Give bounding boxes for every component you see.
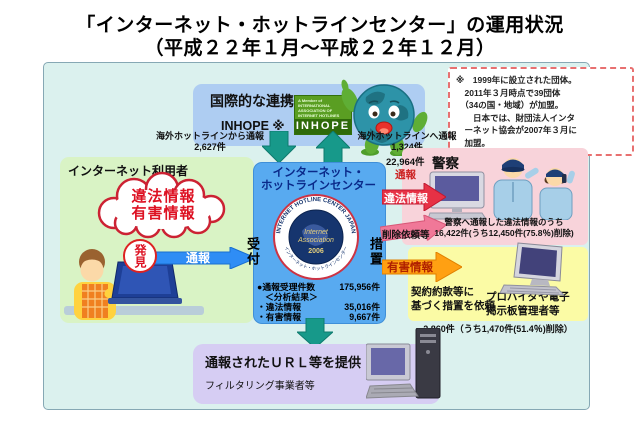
from-overseas-text: 海外ホットラインから通報: [155, 131, 264, 141]
to-police-report-label: 通報: [395, 169, 416, 181]
deletion-request-label: 削除依頼等: [382, 230, 430, 241]
filtering-title: 通報されたＵＲＬ等を提供: [205, 355, 362, 370]
stats-received-value: 175,956件: [339, 282, 380, 292]
police-label: 警察: [432, 156, 459, 171]
page-title: 「インターネット・ホットラインセンター」の運用状況: [76, 15, 564, 36]
harmful-arrow-icon: [382, 252, 462, 282]
illegal-arrow-icon: [382, 183, 446, 211]
to-overseas-count: 1,324件: [391, 142, 423, 152]
inhope-logo-caption: A Member of INTERNATIONAL ASSOCIATION OF…: [298, 98, 340, 118]
provider-computer-icon: [499, 242, 566, 296]
center-title-line1: インターネット・: [272, 167, 365, 179]
stats-analysis-header: ＜分析結果＞: [265, 292, 318, 302]
police-note-line1: 警察へ通報した違法情報のうち: [444, 217, 564, 227]
seal-inner1: Internet: [304, 229, 329, 236]
arrow-up-icon: [316, 131, 350, 163]
harmful-arrow-label: 有害情報: [387, 262, 433, 274]
from-overseas-label: 海外ホットラインから通報 2,627件: [148, 131, 272, 153]
stats-harmful-value: 9,667件: [349, 312, 380, 322]
inhope-logo-text: INHOPE: [295, 119, 351, 134]
cloud-text: 違法情報 有害情報: [90, 188, 237, 222]
arrow-down-icon: [262, 131, 296, 163]
globe-mascot-icon: [341, 79, 428, 156]
hotline-center-title: インターネット・ ホットラインセンター: [253, 167, 384, 193]
seal-year: 2006: [308, 248, 324, 255]
inhope-footnote: ※ 1999年に設立された団体。 2011年３月時点で39団体 （34の国・地域…: [448, 67, 634, 156]
police-note-line2: 16,422件(うち12,450件(75.8％)削除): [434, 228, 574, 238]
footnote-line: ※ 1999年に設立された団体。: [456, 75, 577, 85]
footnote-line: 2011年３月時点で39団体: [456, 87, 561, 98]
reception-label: 受付: [245, 237, 260, 267]
footnote-line: （34の国・地域）が加盟。: [456, 100, 564, 110]
stats-received-label: ●通報受理件数: [257, 282, 316, 292]
filtering-computer-icon: [366, 328, 441, 399]
stats-harmful-label: ・有害情報: [257, 312, 301, 322]
stats-illegal-value: 35,016件: [344, 302, 380, 312]
provider-request-line1: 契約約款等に: [411, 286, 474, 298]
to-overseas-text: 海外ホットラインへ通報: [357, 131, 457, 141]
provider-request-line2: 基づく措置を依頼: [411, 300, 495, 312]
cloud-illegal: 違法情報: [131, 188, 196, 205]
page-subtitle: （平成２２年１月～平成２２年１２月）: [144, 38, 496, 59]
international-title: 国際的な連携: [210, 93, 294, 109]
provider-count: 2,860件（うち1,470件(51.4％)削除）: [423, 324, 573, 334]
speech-cloud-icon: [97, 171, 226, 239]
from-overseas-count: 2,627件: [194, 142, 226, 152]
user-illustration: [64, 249, 204, 320]
discover-badge: 発見: [123, 239, 157, 273]
footnote-line: 日本では、財団法人インタ: [456, 112, 576, 123]
center-stats: ●通報受理件数 175,956件 ＜分析結果＞ ・違法情報 35,016件 ・有害情…: [257, 282, 380, 322]
filtering-name: フィルタリング事業者等: [205, 381, 315, 392]
provider-request: 契約約款等に 基づく措置を依頼: [411, 285, 495, 313]
to-police-count: 22,964件: [386, 157, 425, 168]
seal-inner2: Association: [297, 237, 334, 244]
deletion-request-arrow-icon: [379, 214, 448, 242]
provider-name-line2: 掲示板管理者等: [486, 305, 560, 317]
center-title-line2: ホットラインセンター: [261, 180, 376, 192]
footnote-line: 加盟。: [456, 137, 491, 148]
footnote-line: ーネット協会が2007年３月に: [456, 125, 577, 135]
report-label: 通報: [185, 251, 210, 265]
action-label: 措置: [368, 237, 383, 267]
discover-text: 発見: [133, 244, 147, 268]
illegal-arrow-label: 違法情報: [384, 193, 428, 205]
stats-illegal-label: ・違法情報: [257, 302, 301, 312]
inhope-name: INHOPE ※: [221, 119, 285, 133]
cloud-harmful: 有害情報: [131, 205, 196, 222]
hotline-center-seal: INTERNET HOTLINE CENTER JAPAN インターネット・ホッ…: [273, 194, 359, 280]
to-overseas-label: 海外ホットラインへ通報 1,324件: [348, 131, 466, 153]
inhope-logo: A Member of INTERNATIONAL ASSOCIATION OF…: [294, 95, 352, 135]
provide-url-arrow-icon: [297, 318, 333, 348]
